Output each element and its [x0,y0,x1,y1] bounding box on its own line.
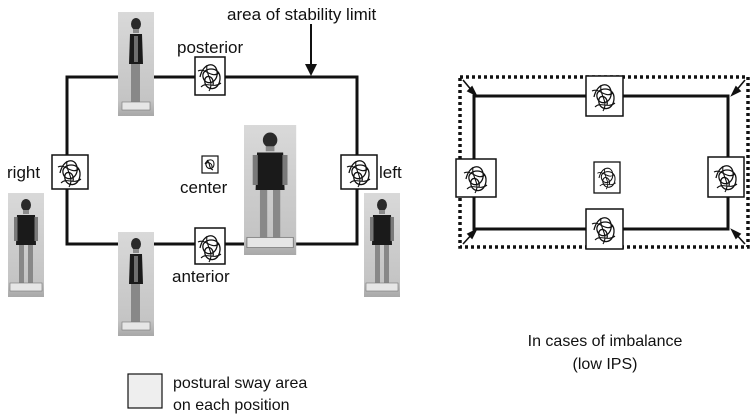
left-diagram: area of stability limit [7,5,402,337]
sway-box-posterior [194,56,226,96]
shrink-arrows [462,79,746,245]
stability-limit-arrow [305,24,317,76]
imbalance-diagram: In cases of imbalance (low IPS) [455,75,750,373]
legend-line2: on each position [173,397,290,414]
imbalance-sway-anterior [585,208,624,250]
imbalance-sway-center [593,161,621,194]
sway-box-left [340,154,378,190]
legend-line1: postural sway area [173,375,307,392]
label-posterior: posterior [177,38,243,57]
label-anterior: anterior [172,267,230,286]
person-photo-center [243,124,297,256]
person-photo-posterior [117,11,155,117]
imbalance-caption-line1: In cases of imbalance [528,333,683,350]
sway-box-right [51,154,89,190]
stability-limit-label: area of stability limit [227,5,377,24]
imbalance-sway-right [455,158,497,198]
sway-box-anterior [194,227,226,265]
label-right: right [7,163,40,182]
person-photo-right [7,192,45,298]
legend: postural sway area on each position [127,373,307,414]
person-photo-left [363,192,401,298]
imbalance-caption-line2: (low IPS) [573,356,638,373]
imbalance-sway-left [707,156,745,198]
imbalance-sway-posterior [585,75,624,117]
label-left: left [379,163,402,182]
person-photo-anterior [117,231,155,337]
legend-swatch [127,373,163,409]
sway-box-center [201,155,219,174]
label-center: center [180,178,228,197]
